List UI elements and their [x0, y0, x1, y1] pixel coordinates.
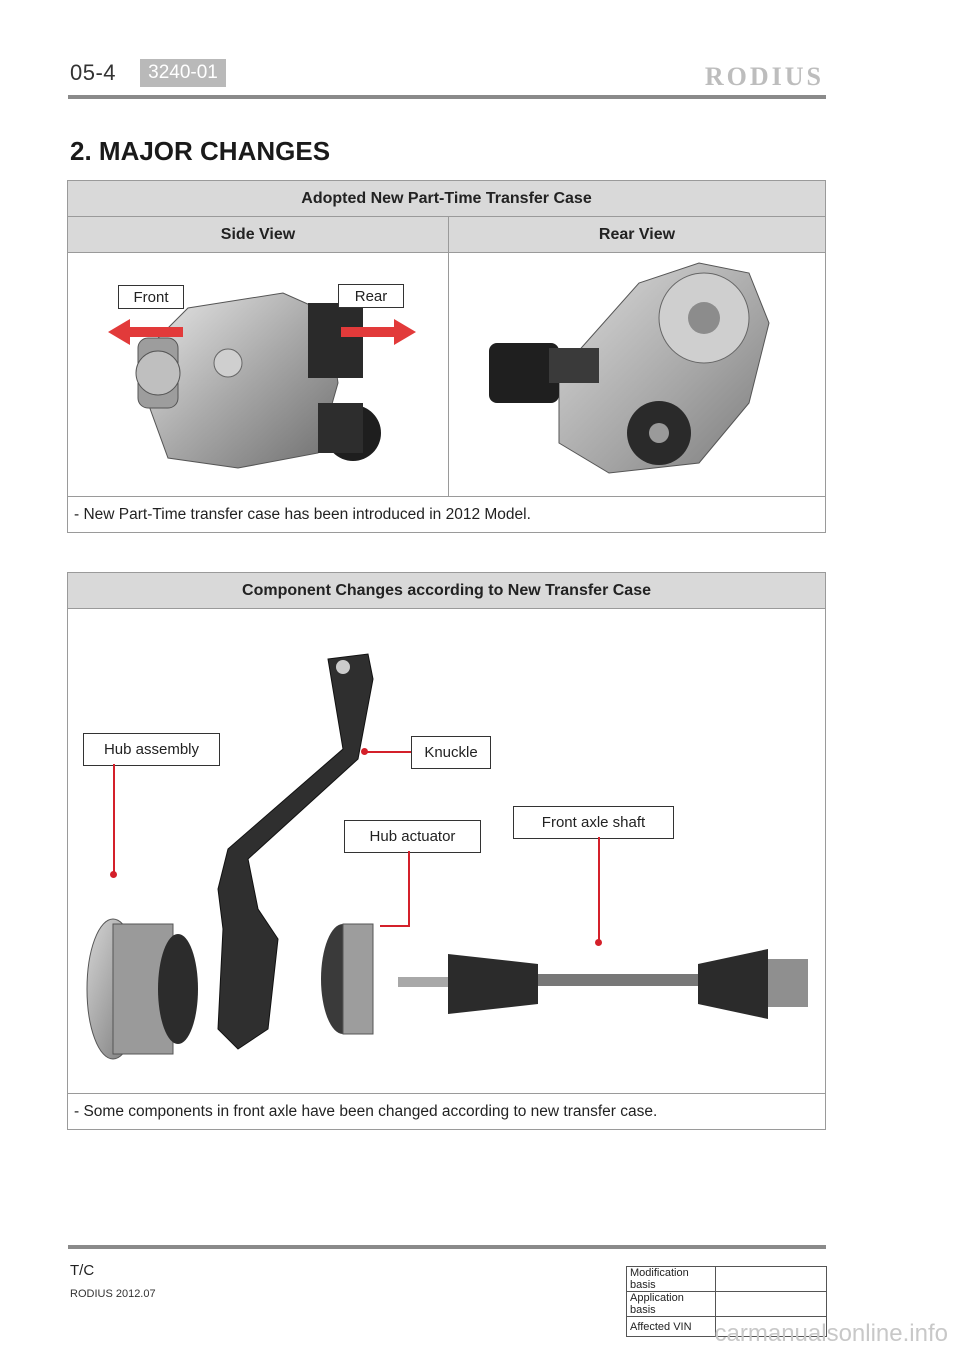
application-basis-value — [715, 1291, 827, 1317]
section-title: 2. MAJOR CHANGES — [70, 136, 331, 166]
rear-view-cell — [448, 252, 826, 497]
hub-actuator-leader-vertical — [408, 851, 410, 926]
knuckle-label: Knuckle — [411, 736, 491, 769]
rear-label: Rear — [338, 284, 404, 308]
modification-basis-label: Modification basis — [626, 1266, 716, 1292]
affected-vin-label: Affected VIN — [626, 1316, 716, 1337]
hub-actuator-label: Hub actuator — [344, 820, 481, 853]
footer-rule — [68, 1245, 826, 1249]
revision-meta-table: Modification basis Application basis Aff… — [626, 1266, 827, 1337]
front-label: Front — [118, 285, 184, 309]
footer-model-date: RODIUS 2012.07 — [70, 1288, 156, 1300]
side-view-transfer-case-image — [135, 292, 381, 469]
front-axle-shaft-leader — [598, 837, 600, 942]
hub-assembly-label: Hub assembly — [83, 733, 220, 766]
hub-assembly-leader — [113, 764, 115, 874]
knuckle-leader-dot — [361, 748, 368, 755]
front-axle-shaft-leader-dot — [595, 939, 602, 946]
transfer-case-note: - New Part-Time transfer case has been i… — [67, 496, 826, 533]
side-view-header: Side View — [67, 216, 449, 253]
component-changes-title: Component Changes according to New Trans… — [67, 572, 826, 609]
page-number: 05-4 — [70, 60, 117, 85]
brand-logo: RODIUS — [704, 62, 824, 91]
modification-basis-value — [715, 1266, 827, 1292]
transfer-case-table: Adopted New Part-Time Transfer Case Side… — [67, 180, 826, 533]
component-changes-table: Component Changes according to New Trans… — [67, 572, 826, 1130]
knuckle-leader — [364, 751, 411, 753]
chapter-label: T/C — [70, 1262, 95, 1279]
watermark: carmanualsonline.info — [714, 1320, 948, 1347]
component-image-cell: Hub assembly Knuckle Hub actuator Front … — [67, 608, 826, 1094]
rear-view-transfer-case-image — [489, 262, 770, 474]
section-code-badge: 3240-01 — [140, 59, 226, 87]
transfer-case-title: Adopted New Part-Time Transfer Case — [67, 180, 826, 217]
front-axle-shaft-label: Front axle shaft — [513, 806, 674, 839]
rear-arrow-icon — [341, 319, 416, 345]
header-rule — [68, 95, 826, 99]
rear-view-header: Rear View — [448, 216, 826, 253]
side-view-cell: Front Rear — [67, 252, 449, 497]
hub-assembly-leader-dot — [110, 871, 117, 878]
hub-actuator-leader-horizontal — [380, 925, 410, 927]
front-axle-components-image — [86, 653, 808, 1060]
front-arrow-icon — [108, 319, 183, 345]
affected-vin-value — [715, 1316, 827, 1337]
application-basis-label: Application basis — [626, 1291, 716, 1317]
component-changes-note: - Some components in front axle have bee… — [67, 1093, 826, 1130]
